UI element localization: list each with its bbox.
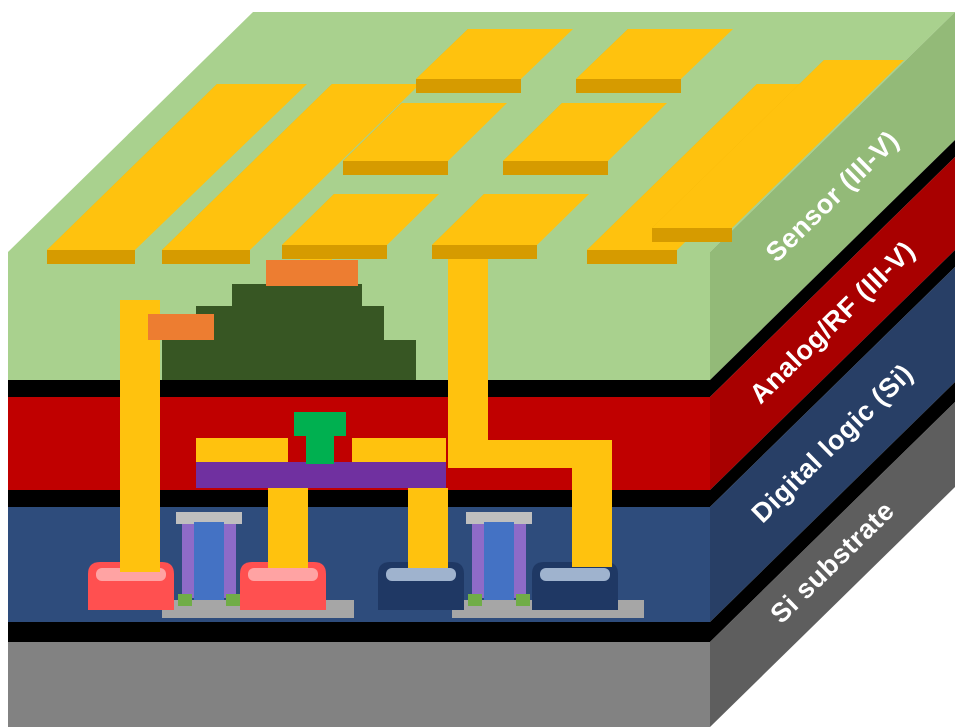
bond-pad-top-face <box>282 194 439 245</box>
bond-pad-bar-2 <box>162 84 420 264</box>
analog-contact-right <box>352 438 446 462</box>
via-to-nmos-1 <box>408 488 448 568</box>
pmos-gate-doping-l <box>178 594 192 606</box>
pmos-gate-spacer-r <box>224 524 236 598</box>
via-to-pmos-2 <box>268 488 308 568</box>
tsv-center-tall <box>448 252 488 466</box>
bond-pad-mid-2 <box>503 103 667 175</box>
bond-pad-front-face <box>503 161 608 175</box>
substrate-layer-side <box>710 402 955 727</box>
mesa-side-contact <box>148 314 214 340</box>
bond-pad-top-face <box>343 103 507 161</box>
analog-metal-line <box>196 462 446 488</box>
nmos-gate-doping-r <box>516 594 530 606</box>
pmos-gate-spacer-l <box>182 524 194 598</box>
pmos-gate-cap <box>176 512 242 524</box>
analog-gate-stem <box>306 436 334 464</box>
via-group <box>120 250 612 572</box>
bond-pad-front-face <box>343 161 448 175</box>
bond-pad-top-face <box>503 103 667 161</box>
bond-pad-top-face <box>47 84 307 250</box>
bond-pad-back-1 <box>416 29 573 93</box>
analog-layer-side <box>710 157 955 490</box>
bond-interface-front-2 <box>8 490 710 507</box>
bond-pad-front-face <box>162 250 250 264</box>
bond-pads-group <box>47 29 904 264</box>
sensor-mesa-group <box>162 284 416 380</box>
sensor-mesa-mid <box>196 306 384 340</box>
bond-pad-front-face <box>652 228 732 242</box>
bond-pad-bar-4 <box>652 60 904 242</box>
bond-pad-front-2 <box>432 194 589 259</box>
bond-interface-side-1 <box>710 140 955 397</box>
analog-gate-head <box>294 412 346 436</box>
nmos-gate-spacer-l <box>472 524 484 598</box>
bond-pad-top-face <box>576 29 733 79</box>
sensor-mesa-top <box>232 284 362 306</box>
bond-pad-top-face <box>652 60 904 228</box>
nmos-contact-1-cap <box>386 568 456 581</box>
bond-pad-top-face <box>416 29 573 79</box>
bond-pad-front-1 <box>282 194 439 259</box>
nmos-gate-channel <box>484 522 514 600</box>
pmos-contact-2-cap <box>248 568 318 581</box>
tsv-left-tall <box>120 300 160 572</box>
pmos-gate-doping-r <box>226 594 240 606</box>
bond-pad-bar-1 <box>47 84 307 264</box>
bond-interface-side-3 <box>710 382 955 642</box>
bond-pad-back-2 <box>576 29 733 93</box>
nmos-gate-doping-l <box>468 594 482 606</box>
bond-interface-side-2 <box>710 250 955 507</box>
sensor-layer-side <box>710 12 955 380</box>
digital-transistors-group <box>88 512 644 618</box>
bond-pad-front-face <box>47 250 135 264</box>
analog-contact-left <box>196 438 288 462</box>
bond-pad-front-face <box>432 245 537 259</box>
sensor-mesa-base <box>162 340 416 380</box>
nmos-gate-cap <box>466 512 532 524</box>
bond-pad-front-face <box>576 79 681 93</box>
nmos-contact-2-cap <box>540 568 610 581</box>
bond-pad-front-face <box>282 245 387 259</box>
mesa-contacts-group <box>148 260 358 340</box>
bond-interface-front-1 <box>8 380 710 397</box>
nmos-gate-spacer-r <box>514 524 526 598</box>
side-faces-group <box>710 12 955 727</box>
substrate-layer-front <box>8 642 710 727</box>
digital-layer-side <box>710 267 955 622</box>
analog-device-group <box>196 412 446 488</box>
mesa-top-contact <box>266 260 358 286</box>
via-to-nmos-2 <box>572 462 612 567</box>
bond-pad-top-face <box>432 194 589 245</box>
bond-pad-front-face <box>416 79 521 93</box>
bond-pad-top-face <box>162 84 420 250</box>
bond-interface-front-3 <box>8 622 710 642</box>
bond-pad-front-face <box>587 250 677 264</box>
pmos-gate-channel <box>194 522 224 600</box>
bond-pad-mid-1 <box>343 103 507 175</box>
